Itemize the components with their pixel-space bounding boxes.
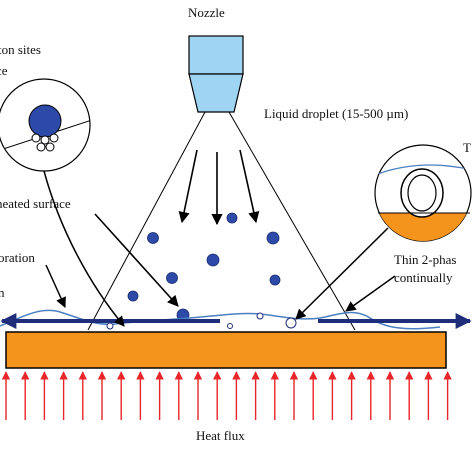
droplet-label: Liquid droplet (15-500 µm) [264,106,408,121]
droplets [127,212,281,322]
thin-film-inset [374,144,472,242]
inset-bubble [28,104,62,138]
callout-arrow-heated-surface [94,213,179,307]
inset-nucleus [49,133,59,143]
spray-cone-right-edge [228,111,356,331]
liquid-film-line [0,309,441,330]
spray-cone-left-edge [87,111,206,331]
droplet [127,290,139,302]
vapor-bubble [106,322,114,330]
heat-flux-label: Heat flux [196,428,245,443]
heat-flux-arrows [1,371,452,420]
nozzle-tip [188,73,244,113]
callout-arrow-evaporation [45,264,66,308]
vapor-bubble [256,312,264,320]
t-fragment-label: T [463,140,471,155]
nozzle [188,35,244,113]
spray-arrow [178,149,198,224]
thin-film-label-line2: continually [394,270,453,285]
heated-plate [5,331,447,369]
droplet [166,272,178,284]
droplet [226,212,238,224]
nucleation-sites-label-line2: ce [0,63,8,78]
heated-surface-label: neated surface [0,196,71,211]
nucleation-sites-label: ton sites [0,42,41,57]
evaporation-label: oration [0,250,35,265]
spray-arrow [239,149,260,224]
vapor-bubble [285,317,297,329]
inset-liquid-layer [375,213,471,241]
nozzle-body [188,35,244,75]
nucleation-sites-inset [0,78,91,172]
thin-film-label: Thin 2-phas [394,252,456,267]
vapor-bubble [227,323,233,329]
nozzle-label: Nozzle [188,5,225,20]
inset-nucleus [45,142,55,152]
inset-film-line [375,164,471,176]
droplet [206,253,220,267]
inset-bubble-core [407,174,437,212]
vapor-bubbles [106,312,297,330]
callout-arrow-nucleation [43,170,125,327]
droplet [147,232,159,244]
inset-nucleus [36,142,46,152]
inset-nucleus [31,133,41,143]
n-fragment-label: n [0,285,5,300]
droplet [266,231,280,245]
inset-nucleus [40,135,50,145]
callout-arrow-thin-film-inset [295,227,389,320]
droplet [269,274,281,286]
callout-arrow-thin-film [345,275,396,312]
